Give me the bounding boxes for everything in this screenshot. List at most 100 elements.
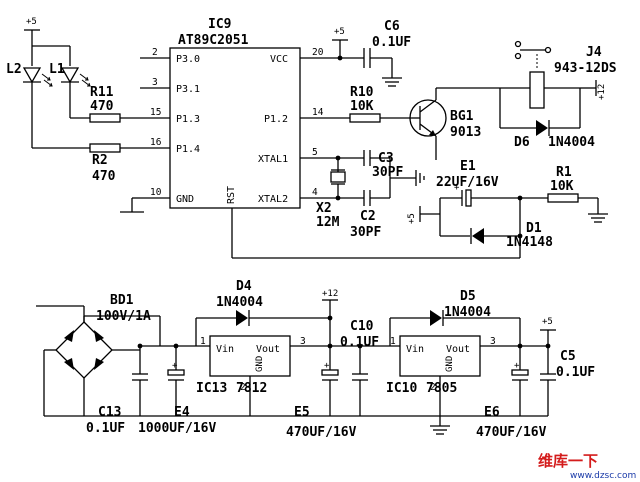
- c10-value: 0.1UF: [340, 335, 379, 350]
- d6-value: 1N4004: [548, 135, 595, 150]
- supply-label-relay: +12: [597, 84, 607, 100]
- diode-d5: D5 1N4004: [389, 289, 521, 346]
- ic10-vout: Vout: [446, 344, 470, 355]
- ic10-gnd: GND: [445, 356, 455, 372]
- ic9-pin-name-right: XTAL1: [258, 154, 288, 165]
- c2-ref: C2: [360, 209, 376, 224]
- c13-value: 0.1UF: [86, 421, 125, 436]
- watermark-url: www.dzsc.com: [570, 471, 636, 481]
- c13-ref: C13: [98, 405, 121, 420]
- led-l2: L2: [6, 62, 53, 148]
- r1-value: 10K: [550, 179, 574, 194]
- bd1-ref: BD1: [110, 293, 134, 308]
- ic10-vin: Vin: [406, 344, 424, 355]
- e6-ref: E6: [484, 405, 500, 420]
- e6-value: 470UF/16V: [476, 425, 547, 440]
- watermark-logo: 维库一下: [538, 452, 598, 470]
- ic9-pin-name-right: VCC: [270, 54, 288, 65]
- regulator-ic10: Vin Vout GND 1 3 2 IC10 7805: [386, 335, 548, 435]
- c5-value: 0.1UF: [556, 365, 595, 380]
- ic9-pin-num-left: 3: [152, 77, 158, 88]
- supply-label-led: +5: [26, 17, 37, 27]
- ic9-ref: IC9: [208, 17, 231, 32]
- ic9-part: AT89C2051: [178, 33, 249, 48]
- e6-plus-mark: +: [514, 361, 520, 371]
- supply-label-12v: +12: [322, 289, 338, 299]
- rail-5v: +5 + E6 470UF/16V C5 0.1UF: [440, 317, 595, 440]
- c5-ref: C5: [560, 349, 576, 364]
- e4-plus-mark: +: [172, 361, 178, 371]
- ic10-pin3: 3: [490, 336, 496, 347]
- ic9-pin-num-right: 5: [312, 147, 318, 158]
- d4-ref: D4: [236, 279, 252, 294]
- c2-value: 30PF: [350, 225, 381, 240]
- diode-d4: D4 1N4004: [195, 279, 330, 346]
- ic9-pin-name-right: P1.2: [264, 114, 288, 125]
- c3-value: 30PF: [372, 165, 403, 180]
- d6-ref: D6: [514, 135, 530, 150]
- supply-label-vcc: +5: [334, 27, 345, 37]
- led-supply: +5: [24, 17, 71, 66]
- ic13-vin: Vin: [216, 344, 234, 355]
- regulator-ic13: Vin Vout GND 1 3 2 IC13 7812: [196, 335, 330, 416]
- ic9-pin-num-left: 15: [150, 107, 161, 118]
- d1-value: 1N4148: [506, 235, 553, 250]
- d1-ref: D1: [526, 221, 542, 236]
- ic13-pin3: 3: [300, 336, 306, 347]
- relay-j4: +12 J4 943-12DS D6 1N4004: [499, 40, 617, 150]
- r10-ref: R10: [350, 85, 374, 100]
- x2-value: 12M: [316, 215, 340, 230]
- ic9-microcontroller: IC9 AT89C2051 2 P3.0 3 P3.1 15 P1.3 16 P…: [140, 17, 350, 258]
- reset-network: +5 + E1 22UF/16V R1 10K D1 1N4148: [232, 159, 608, 259]
- ic9-pin-name-left: GND: [176, 194, 194, 205]
- ic9-pin-num-left: 10: [150, 187, 162, 198]
- led-l2-ref: L2: [6, 62, 22, 77]
- e5-ref: E5: [294, 405, 310, 420]
- ic10-value: 7805: [426, 381, 457, 396]
- e4-ref: E4: [174, 405, 190, 420]
- ic13-ref: IC13: [196, 381, 227, 396]
- ic9-pin-num-right: 20: [312, 47, 324, 58]
- ic9-pin-num-left: 16: [150, 137, 162, 148]
- ic9-pin-name-left: P1.4: [176, 144, 200, 155]
- driver-stage: R10 10K BG1 9013: [349, 85, 500, 160]
- e1-ref: E1: [460, 159, 476, 174]
- e5-value: 470UF/16V: [286, 425, 357, 440]
- rail-input: + C13 0.1UF E4 1000UF/16V: [83, 315, 290, 436]
- ic10-pin2: 2: [430, 382, 436, 393]
- d5-value: 1N4004: [444, 305, 491, 320]
- vcc-decoupling: +5 C6 0.1UF: [332, 19, 411, 87]
- bg1-ref: BG1: [450, 109, 474, 124]
- bridge-rectifier-bd1: BD1 100V/1A: [36, 293, 151, 417]
- ic13-gnd: GND: [255, 356, 265, 372]
- supply-label-5v: +5: [542, 317, 553, 327]
- watermark: 维库一下 www.dzsc.com: [538, 452, 636, 481]
- resistor-r2: R2 470: [32, 143, 170, 184]
- x2-ref: X2: [316, 201, 332, 216]
- e1-plus-mark: +: [454, 183, 460, 193]
- oscillator: C3 30PF X2 12M C2 30PF: [316, 150, 425, 240]
- ic9-pin-num-right: 4: [312, 187, 318, 198]
- e4-value: 1000UF/16V: [138, 421, 216, 436]
- r2-value: 470: [92, 169, 116, 184]
- bg1-value: 9013: [450, 125, 481, 140]
- r11-ref: R11: [90, 85, 114, 100]
- e5-plus-mark: +: [324, 361, 330, 371]
- resistor-r11: R11 470: [70, 85, 170, 123]
- r10-value: 10K: [350, 99, 374, 114]
- ic13-value: 7812: [236, 381, 267, 396]
- supply-label-reset: +5: [407, 213, 417, 224]
- c6-ref: C6: [384, 19, 400, 34]
- d4-value: 1N4004: [216, 295, 263, 310]
- j4-ref: J4: [586, 45, 602, 60]
- rail-12v: +12 + E5 470UF/16V C10 0.1UF: [286, 289, 440, 440]
- ic13-pin2: 2: [240, 382, 246, 393]
- ic13-pin1: 1: [200, 336, 206, 347]
- c10-ref: C10: [350, 319, 374, 334]
- ground-ic9: [120, 197, 144, 213]
- ic10-ref: IC10: [386, 381, 417, 396]
- d5-ref: D5: [460, 289, 476, 304]
- led-l1-ref: L1: [49, 62, 65, 77]
- ic9-pin-num-right: 14: [312, 107, 324, 118]
